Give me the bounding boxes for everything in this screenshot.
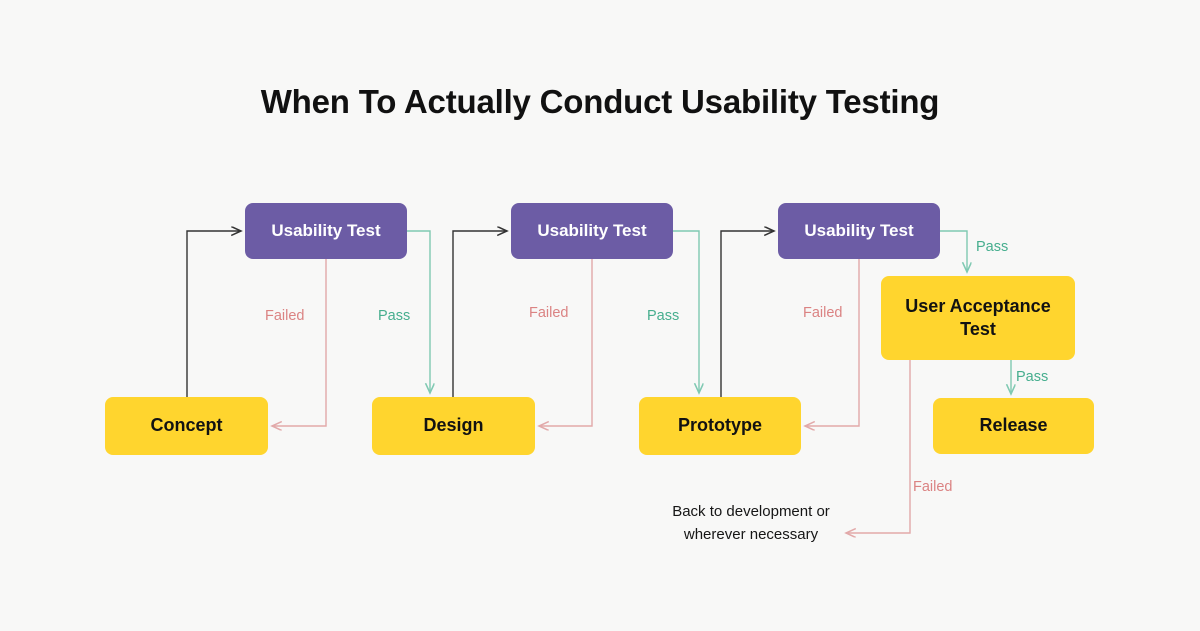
node-usability-test-1[interactable]: Usability Test	[245, 203, 407, 259]
node-concept[interactable]: Concept	[105, 397, 268, 455]
edge-test3-to-prototype-failed	[805, 259, 860, 426]
edge-uat-to-rework-failed	[846, 360, 911, 533]
edge-test3-to-uat-pass	[940, 230, 967, 272]
edge-label-failed-1: Failed	[265, 308, 305, 324]
edge-prototype-to-test3	[720, 231, 774, 397]
node-label: Prototype	[677, 415, 762, 436]
node-prototype[interactable]: Prototype	[639, 397, 801, 455]
edge-label-pass-3: Pass	[976, 239, 1009, 255]
edge-label-failed-2: Failed	[529, 305, 569, 321]
edge-test2-to-design-failed	[539, 259, 593, 426]
rework-note-line-1: Back to development or	[672, 503, 830, 520]
node-usability-test-3[interactable]: Usability Test	[778, 203, 940, 259]
node-label: User Acceptance Test	[905, 295, 1051, 339]
edge-label-failed-3: Failed	[803, 305, 843, 321]
page-title: When To Actually Conduct Usability Testi…	[260, 83, 940, 120]
edge-label-pass-4: Pass	[1016, 369, 1049, 385]
rework-note: Back to development or wherever necessar…	[655, 500, 847, 547]
node-label: Release	[979, 415, 1048, 436]
rework-note-line-2: wherever necessary	[683, 526, 819, 544]
node-label: Design	[423, 415, 484, 436]
node-label: Usability Test	[537, 221, 647, 241]
edge-label-pass-2: Pass	[647, 308, 680, 324]
edge-concept-to-test1	[186, 231, 241, 397]
node-label: Usability Test	[804, 221, 914, 241]
edge-design-to-test2	[452, 231, 507, 397]
node-usability-test-2[interactable]: Usability Test	[511, 203, 673, 259]
node-release[interactable]: Release	[933, 398, 1094, 454]
edge-test2-to-prototype-pass	[673, 230, 699, 393]
edge-label-failed-4: Failed	[913, 479, 953, 495]
edge-test1-to-concept-failed	[272, 259, 327, 426]
node-design[interactable]: Design	[372, 397, 535, 455]
node-user-acceptance-test[interactable]: User Acceptance Test	[881, 276, 1075, 360]
edge-label-pass-1: Pass	[378, 308, 411, 324]
node-label: Usability Test	[271, 221, 381, 241]
node-label: Concept	[150, 415, 223, 436]
edge-test1-to-design-pass	[407, 230, 430, 393]
